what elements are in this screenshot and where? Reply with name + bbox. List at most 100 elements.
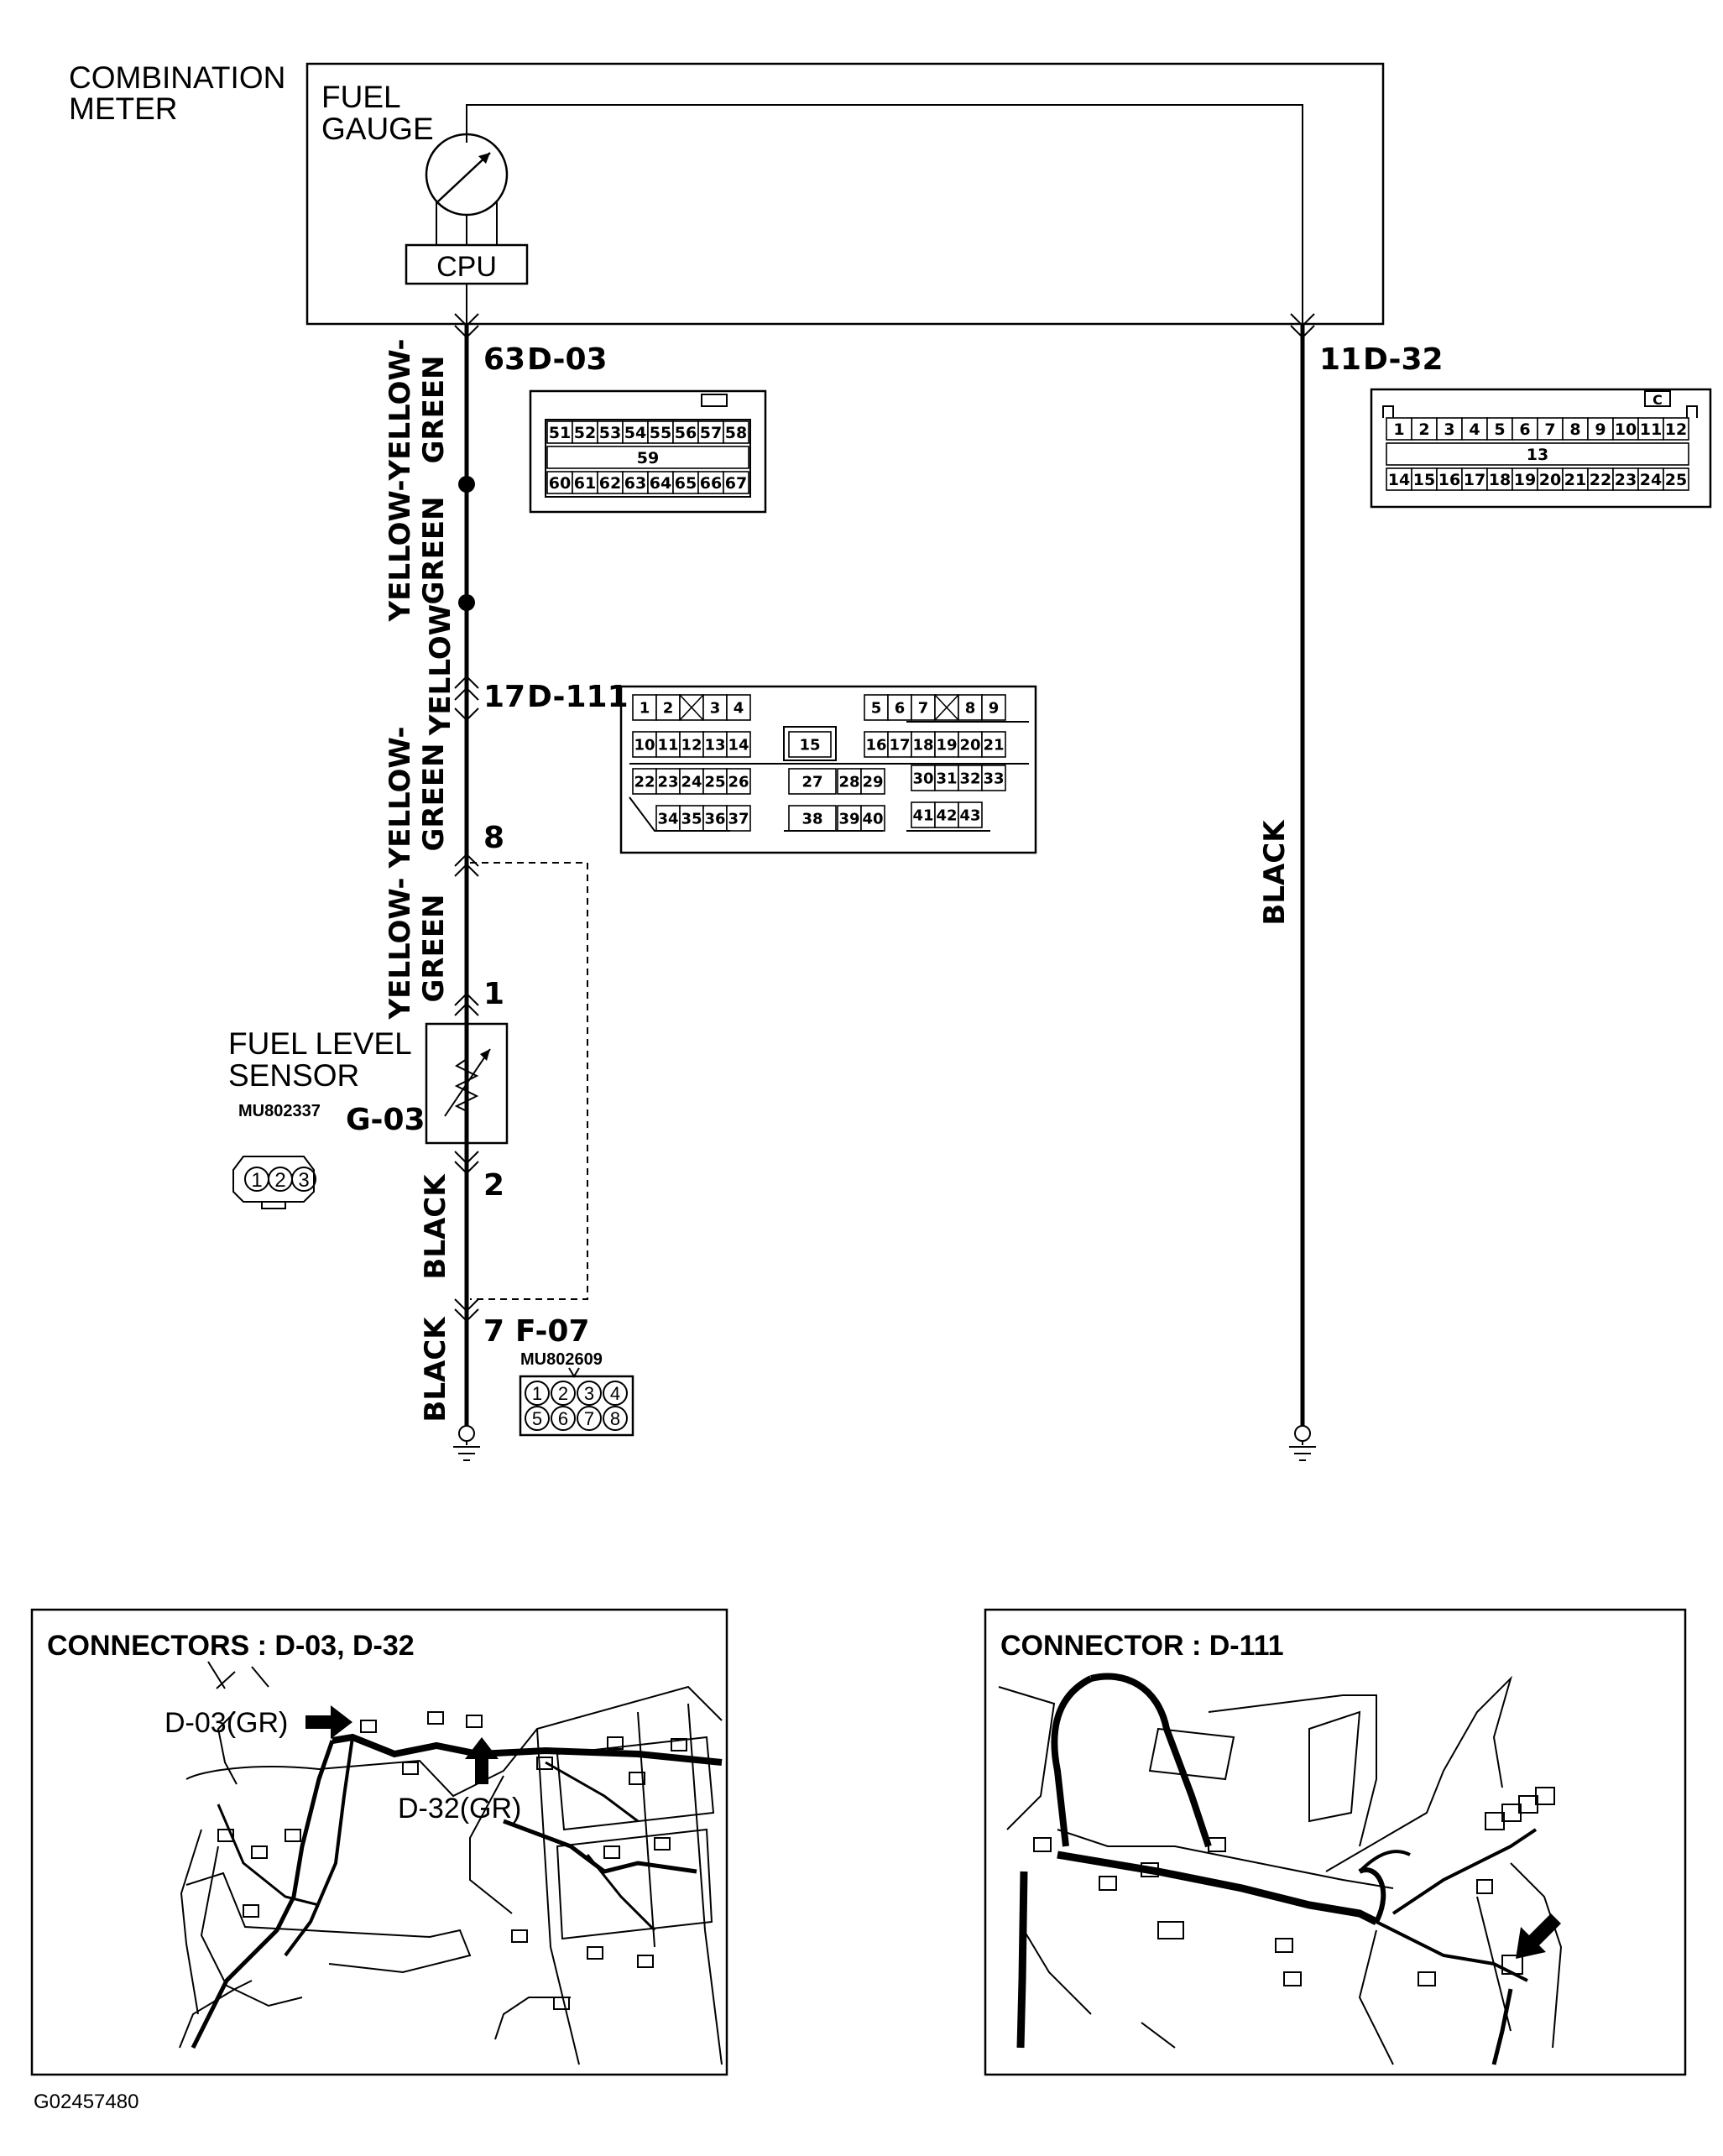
d111-pin-label: 8	[965, 699, 976, 717]
connector-cavity	[958, 801, 983, 828]
connector-cavity	[788, 768, 837, 795]
g03-connector-id: G-03	[346, 1103, 426, 1137]
connector-cavity	[1436, 467, 1463, 491]
f07-cavity	[577, 1381, 602, 1406]
wire-color-label: BLACK	[419, 1173, 452, 1280]
figure-code: G02457480	[34, 2091, 138, 2113]
d111-pin-label: 39	[838, 810, 859, 827]
d111-pin-label: 9	[989, 699, 1000, 717]
d32-pin-label: 9	[1595, 420, 1606, 439]
f07-connector-id: F-07	[515, 1314, 590, 1349]
d32-pin-label: 14	[1388, 471, 1410, 489]
d111-pin-label: 10	[634, 736, 655, 754]
connector-cavity	[697, 471, 724, 494]
connector-cavity	[1486, 467, 1513, 491]
d03-pin-label: 54	[624, 424, 646, 442]
connector-cavity	[1537, 417, 1564, 441]
d111-pin-label: 14	[728, 736, 749, 754]
combination-meter-box	[305, 62, 1385, 326]
connector-cavity	[723, 420, 749, 444]
d03-pin-label: 60	[549, 474, 571, 493]
left-harness-wires	[191, 1711, 723, 2049]
f07-cavity	[525, 1381, 550, 1406]
d03-pin-label: 65	[675, 474, 697, 493]
g03-pin-label: 3	[298, 1169, 309, 1192]
d03-pin-label: 61	[574, 474, 596, 493]
d111-pin-label: 3	[710, 699, 721, 717]
connector-cavity	[723, 471, 749, 494]
d32-pin-label: 17	[1464, 471, 1485, 489]
connector-cavity	[934, 731, 959, 758]
d32-pin-label: 8	[1569, 420, 1580, 439]
connector-mark-d111	[454, 675, 479, 722]
connector-cavity	[672, 471, 699, 494]
d111-pin-label: 34	[657, 810, 678, 827]
shield-dashed-line	[470, 862, 588, 1300]
d32-pin-label: 2	[1418, 420, 1429, 439]
d111-pin-number: 17	[483, 680, 525, 714]
connector-cavity	[837, 768, 862, 795]
d32-pin-label: 20	[1539, 471, 1561, 489]
sensor-label-line2: SENSOR	[228, 1058, 359, 1093]
d111-housing-outline	[629, 721, 1029, 832]
variable-resistor-icon	[444, 1039, 491, 1130]
connector-cavity	[981, 765, 1006, 791]
connector-cavity	[1612, 467, 1639, 491]
f07-pin-label: 6	[558, 1408, 568, 1429]
wire-color-label: YELLOW-	[384, 339, 417, 482]
cpu-label: CPU	[436, 251, 497, 283]
connector-cavity	[679, 768, 704, 795]
connector-cavity	[1587, 417, 1614, 441]
d111-pin-label: 22	[634, 773, 655, 791]
wire-color-label: BLACK	[419, 1316, 452, 1423]
d32-pin-label: 12	[1665, 420, 1687, 439]
d111-pin-label: 20	[959, 736, 980, 754]
connector-cavity	[1637, 467, 1664, 491]
d111-pin-label: 11	[657, 736, 678, 754]
d03-pin-label: 66	[700, 474, 722, 493]
connector-cavity	[572, 471, 598, 494]
d111-pin-label: 13	[704, 736, 725, 754]
d111-pin-label: 24	[681, 773, 702, 791]
connector-mark-d32	[1290, 313, 1315, 339]
connector-cavity	[597, 471, 624, 494]
meter-title-line2: METER	[69, 91, 178, 126]
d111-pin-label: 29	[862, 773, 883, 791]
d03-pin-label: 67	[725, 474, 747, 493]
f07-pin-label: 3	[584, 1383, 594, 1404]
d111-pin-label: 1	[640, 699, 650, 717]
wire-color-label: GREEN	[417, 356, 451, 464]
wire-color-label: YELLOW-	[384, 878, 417, 1021]
f07-cavity	[603, 1406, 628, 1431]
connector-cavity	[679, 731, 704, 758]
d32-pin-label: 21	[1564, 471, 1586, 489]
d32-pin-label: 25	[1665, 471, 1687, 489]
connector-cavity	[655, 768, 681, 795]
right-panel-title: CONNECTOR : D-111	[1000, 1630, 1284, 1662]
d111-pin-label: 6	[895, 699, 906, 717]
connector-cavity	[981, 731, 1006, 758]
left-panel-label-d32: D-32(GR)	[398, 1793, 521, 1825]
wire-color-label: YELLOW-	[384, 727, 417, 869]
d32-pin-label: 24	[1640, 471, 1662, 489]
f07-part-number: MU802609	[520, 1350, 603, 1369]
f07-pin-label: 7	[584, 1408, 594, 1429]
arrow-icon	[305, 1705, 352, 1739]
d32-pin-label: 16	[1438, 471, 1460, 489]
empty-cavity-mark	[934, 694, 959, 721]
d111-connector-id: D-111	[527, 680, 629, 714]
meter-title-line1: COMBINATION	[69, 60, 285, 95]
wire-color-label: GREEN	[417, 744, 451, 852]
connector-cavity	[1663, 467, 1689, 491]
d111-pin-label: 18	[912, 736, 933, 754]
f07-cavity	[525, 1406, 550, 1431]
connector-cavity	[1587, 467, 1614, 491]
d111-pin-label: 26	[728, 773, 749, 791]
g03-pin-top: 1	[483, 977, 504, 1011]
d111-pin-label: 17	[889, 736, 910, 754]
g03-part-number: MU802337	[238, 1102, 321, 1120]
